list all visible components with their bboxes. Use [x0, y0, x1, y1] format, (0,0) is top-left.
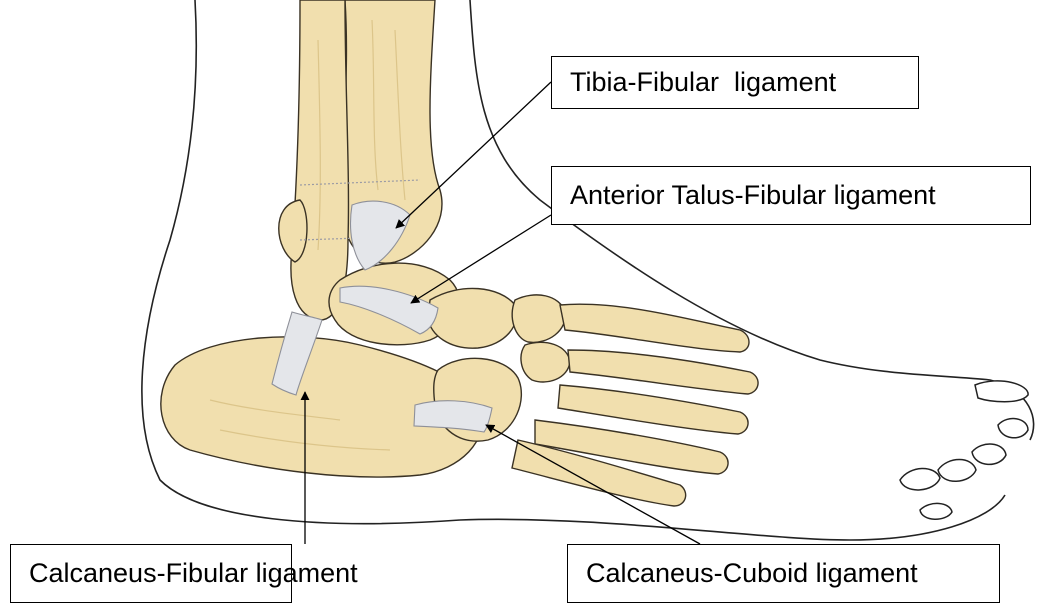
tibia-fibular-ligament-label: Tibia-Fibular ligament [551, 56, 919, 109]
calcaneus-fibular-ligament-label: Calcaneus-Fibular ligament [10, 544, 292, 603]
anterior-talus-fibular-ligament-text: Anterior Talus-Fibular ligament [570, 182, 936, 209]
calcaneus-fibular-ligament-text: Calcaneus-Fibular ligament [29, 560, 358, 587]
tibia-fibular-ligament-text: Tibia-Fibular ligament [570, 69, 836, 96]
toes [900, 381, 1028, 519]
calcaneus-cuboid-ligament-label: Calcaneus-Cuboid ligament [567, 544, 1000, 603]
calcaneus-cuboid-ligament-text: Calcaneus-Cuboid ligament [586, 560, 918, 587]
anterior-talus-fibular-ligament-label: Anterior Talus-Fibular ligament [551, 166, 1031, 225]
